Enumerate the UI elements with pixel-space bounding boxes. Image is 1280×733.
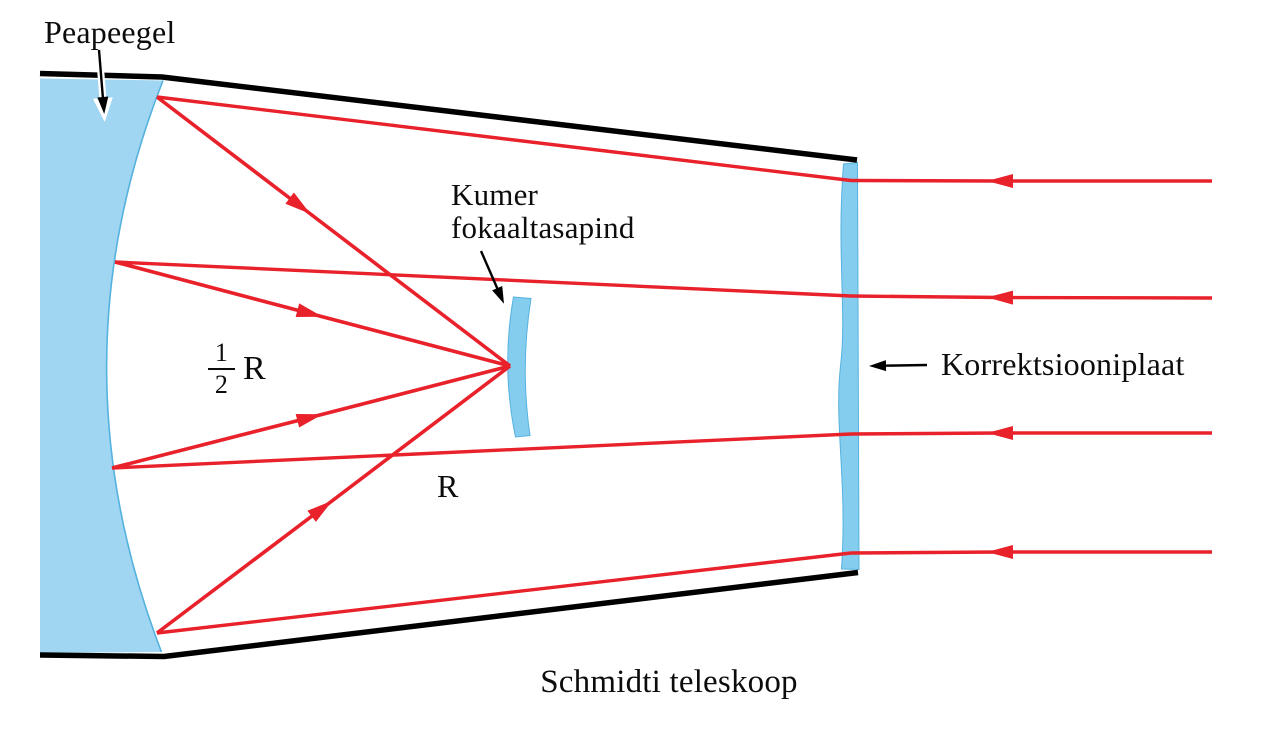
primary-mirror-surface: [105, 80, 164, 653]
incoming-ray-3-to-mirror: [111, 432, 852, 470]
fraction-numerator: 1: [214, 338, 229, 367]
reflected-ray-4: [155, 364, 512, 635]
diagram-caption: Schmidti teleskoop: [540, 664, 798, 700]
reflected-ray-2: [114, 260, 511, 368]
reflected-rays: [111, 95, 512, 635]
incoming-ray-3: [850, 425, 1212, 440]
corrector-plate-label: Korrektsiooniplaat: [941, 346, 1185, 382]
focal-surface-label-line1: Kumer: [451, 177, 539, 212]
reflected-ray-3: [111, 364, 511, 470]
half-radius-fraction: 1 2: [208, 340, 235, 398]
corrector-plate: [838, 161, 860, 571]
incoming-ray-1: [850, 174, 1212, 189]
incoming-rays: [111, 95, 1213, 635]
half-radius-symbol: R: [243, 350, 266, 388]
radius-label: R: [437, 468, 459, 504]
fraction-denominator: 2: [214, 370, 229, 400]
primary-mirror-label: Peapeegel: [44, 14, 176, 50]
tube-top-wall: [39, 70, 858, 163]
incoming-ray-1-to-mirror: [156, 95, 852, 183]
fraction-bar: [208, 368, 235, 371]
focal-surface-arrow: [479, 250, 504, 304]
half-radius-label: 1 2 R: [208, 340, 266, 398]
incoming-ray-4: [850, 544, 1212, 559]
focal-surface-label-line2: fokaaltasapind: [451, 210, 635, 245]
corrector-plate-arrow: [869, 360, 928, 372]
primary-mirror-glass: [40, 78, 163, 653]
label-arrows: [92, 48, 928, 372]
primary-mirror-arrow: [97, 49, 109, 114]
incoming-ray-2-to-mirror: [114, 260, 852, 298]
tube-bottom-wall: [39, 569, 859, 660]
reflected-ray-1: [155, 95, 512, 368]
incoming-ray-4-to-mirror: [156, 551, 852, 635]
curved-focal-surface: [507, 296, 532, 438]
incoming-ray-2: [850, 290, 1213, 305]
focal-surface-label: Kumer fokaaltasapind: [451, 178, 635, 244]
